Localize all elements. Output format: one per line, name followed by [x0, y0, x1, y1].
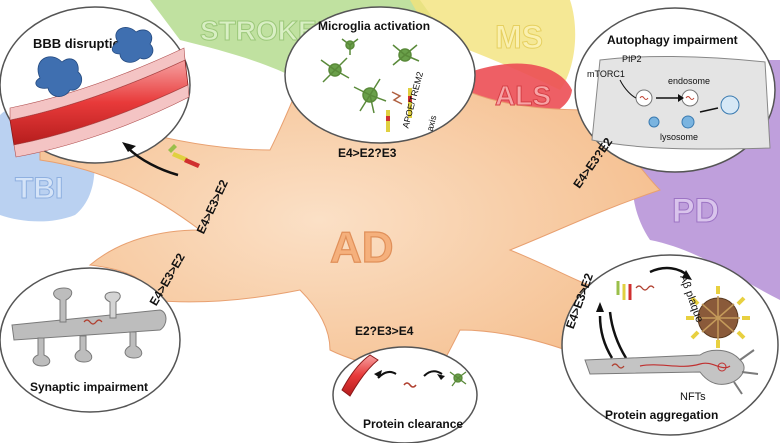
cell-membrane [591, 55, 771, 150]
apoe-gene-icon [168, 144, 200, 168]
axon-icon [11, 309, 167, 341]
microglia-title: Microglia activation [318, 19, 430, 33]
clearance-title: Protein clearance [363, 417, 463, 431]
mtorc1-label: mTORC1 [587, 69, 625, 79]
abeta-plaque-icon [686, 286, 750, 348]
astrocyte-icon-2 [111, 27, 154, 63]
nft-icon [639, 362, 731, 369]
aggregation-arrow-3 [608, 311, 628, 359]
nfts-label: NFTs [680, 391, 706, 403]
lysosome-icon [681, 115, 695, 129]
microglia-small-icon [449, 371, 467, 387]
bbb-panel: BBB disruption [0, 6, 200, 177]
pip2-label: PIP2 [622, 54, 642, 64]
microglia-cell-icon [320, 38, 420, 114]
clearance-order: E2?E3>E4 [355, 324, 414, 338]
aggregation-title: Protein aggregation [605, 408, 718, 422]
lysosome-icon-2 [648, 116, 660, 128]
tbi-label: TBI [15, 172, 63, 205]
vessel-segment-icon [341, 354, 379, 397]
bbb-title: BBB disruption [33, 36, 128, 51]
als-label: ALS [495, 80, 551, 111]
stroke-label: STROKE [200, 15, 317, 46]
spine-icon-3 [32, 337, 51, 367]
endosome-label: endosome [668, 76, 710, 86]
astrocyte-icon [35, 56, 83, 97]
trem2-icon [386, 88, 412, 132]
apoe-gene-icon-2 [616, 281, 632, 300]
clearance-panel: Protein clearance [332, 346, 478, 443]
autolysosome-icon [720, 95, 740, 115]
ms-label: MS [495, 19, 543, 55]
lysosome-label: lysosome [660, 132, 698, 142]
spine-icon [53, 287, 73, 323]
ad-label: AD [330, 223, 394, 272]
spine-icon-5 [124, 331, 143, 359]
spine-icon-2 [104, 291, 121, 319]
autophagy-title: Autophagy impairment [607, 33, 738, 47]
pd-label: PD [672, 192, 719, 230]
aggregation-arrow-2 [598, 315, 614, 359]
autophagy-panel: Autophagy impairment PIP2 mTORC1 endosom… [574, 7, 776, 173]
microglia-order: E4>E2?E3 [338, 146, 397, 160]
aggregation-panel: Aβ plaque NFTs Protein aggregation [561, 254, 779, 436]
bbb-arrow [127, 147, 179, 177]
axis-note: axis [425, 114, 439, 133]
synaptic-title: Synaptic impairment [30, 380, 148, 394]
synaptic-panel: Synaptic impairment [0, 267, 181, 413]
spine-icon-4 [74, 335, 93, 363]
neuron-icon [584, 349, 745, 385]
microglia-panel: Microglia activation APOE/TREM2 axis [284, 6, 476, 144]
